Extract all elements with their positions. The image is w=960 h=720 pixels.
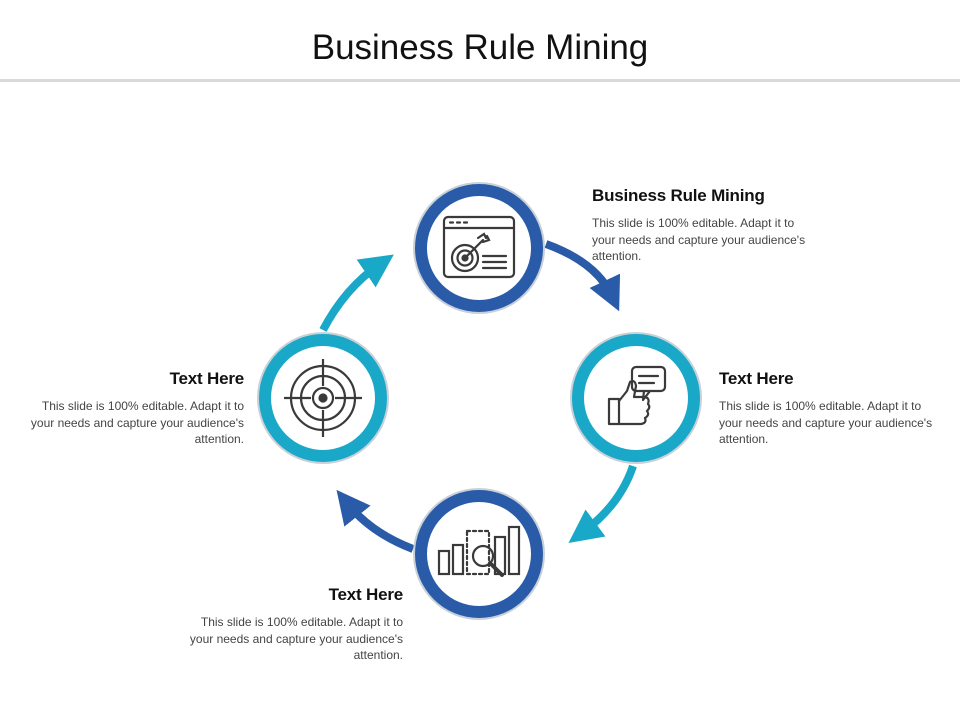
arrow-left-to-top bbox=[319, 254, 394, 332]
text-block-right: Text Here This slide is 100% editable. A… bbox=[719, 369, 934, 448]
browser-target-icon bbox=[442, 215, 516, 279]
block-body: This slide is 100% editable. Adapt it to… bbox=[30, 399, 244, 446]
bar-chart-search-icon bbox=[437, 525, 521, 577]
arrow-bottom-to-left bbox=[336, 489, 415, 553]
node-top bbox=[413, 182, 545, 314]
arrow-top-to-right bbox=[544, 240, 621, 312]
thumbs-up-chat-icon bbox=[607, 365, 667, 426]
block-heading: Business Rule Mining bbox=[592, 186, 765, 205]
page-title: Business Rule Mining bbox=[311, 28, 649, 67]
text-block-left: Text Here This slide is 100% editable. A… bbox=[29, 369, 244, 448]
block-heading: Text Here bbox=[328, 585, 404, 604]
node-bottom bbox=[413, 488, 545, 620]
title-divider bbox=[0, 79, 960, 82]
arrow-right-to-bottom bbox=[568, 464, 637, 543]
node-left bbox=[257, 332, 389, 464]
block-body: This slide is 100% editable. Adapt it to… bbox=[189, 615, 403, 662]
text-block-bottom: Text Here This slide is 100% editable. A… bbox=[188, 585, 403, 664]
block-heading: Text Here bbox=[719, 369, 794, 388]
node-right bbox=[570, 332, 702, 464]
block-heading: Text Here bbox=[169, 369, 245, 388]
block-body: This slide is 100% editable. Adapt it to… bbox=[592, 216, 806, 263]
block-body: This slide is 100% editable. Adapt it to… bbox=[719, 399, 933, 446]
crosshair-target-icon bbox=[284, 359, 362, 437]
text-block-top: Business Rule Mining This slide is 100% … bbox=[592, 186, 807, 265]
